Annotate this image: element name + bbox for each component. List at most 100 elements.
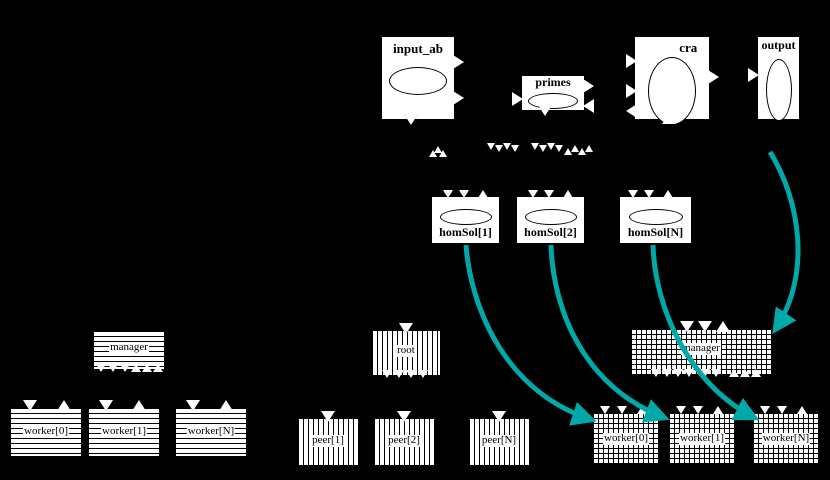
port-in-icon <box>751 369 761 377</box>
node-primes[interactable]: primes <box>521 75 585 111</box>
node-label: root <box>396 344 416 357</box>
node-label: primes <box>534 75 572 89</box>
node-label: worker[1] <box>679 432 725 445</box>
node-label: worker[1] <box>101 425 147 438</box>
node-label: manager <box>681 342 721 355</box>
port-out-icon <box>563 190 573 198</box>
port-out-icon <box>406 370 416 378</box>
port-out-icon <box>662 369 672 377</box>
port-in-icon <box>662 113 676 124</box>
node-label: worker[0] <box>23 425 69 438</box>
port-in-icon <box>186 400 200 411</box>
port-in-icon <box>23 400 37 411</box>
port-in-icon <box>153 364 163 372</box>
port-out-icon <box>478 190 488 198</box>
state-ellipse <box>439 209 492 225</box>
port-in-icon <box>443 190 453 198</box>
port-out-icon <box>538 105 552 116</box>
port-in-icon <box>399 323 413 334</box>
port-out-icon <box>583 79 594 93</box>
port-in-icon <box>142 364 152 372</box>
port-in-icon <box>680 321 694 332</box>
port-in-icon <box>748 68 759 82</box>
port-out-icon <box>651 369 661 377</box>
port-in-icon <box>777 406 787 414</box>
port-out-icon <box>219 400 233 411</box>
node-peer-1[interactable]: peer[1] <box>297 418 359 466</box>
arrow-homsol1-worker0 <box>463 244 597 426</box>
port-out-icon <box>57 400 71 411</box>
port-out-icon <box>453 91 464 105</box>
port-in-icon <box>321 411 335 422</box>
node-peer-2[interactable]: peer[2] <box>373 418 435 466</box>
port-in-icon <box>740 369 750 377</box>
node-label: worker[N] <box>761 432 811 445</box>
port-in-icon <box>583 99 594 113</box>
node-homsol-2[interactable]: homSol[2] <box>516 196 585 244</box>
port-in-icon <box>99 400 113 411</box>
port-in-icon <box>644 190 654 198</box>
port-out-icon <box>673 369 683 377</box>
port-out-icon <box>120 364 130 372</box>
node-worker-left-1[interactable]: worker[1] <box>88 407 160 457</box>
node-homsol-1[interactable]: homSol[1] <box>431 196 500 244</box>
node-input-ab[interactable]: input_ab <box>381 36 455 120</box>
port-in-icon <box>600 406 610 414</box>
port-out-icon <box>700 369 710 377</box>
node-cra[interactable]: cra <box>634 36 710 125</box>
node-worker-left-0[interactable]: worker[0] <box>10 407 82 457</box>
port-out-icon <box>797 406 807 414</box>
port-out-icon <box>713 406 723 414</box>
state-ellipse <box>765 59 792 121</box>
port-out-icon <box>418 370 428 378</box>
port-in-icon <box>693 406 703 414</box>
port-in-icon <box>626 84 637 98</box>
port-in-icon <box>544 190 554 198</box>
node-worker-right-1[interactable]: worker[1] <box>668 412 736 464</box>
port-in-icon <box>729 369 739 377</box>
arrow-output-manager <box>767 150 801 335</box>
node-label: homSol[N] <box>626 225 685 239</box>
port-out-icon <box>108 364 118 372</box>
node-output[interactable]: output <box>757 36 800 121</box>
node-label: output <box>760 38 797 52</box>
port-out-icon <box>708 70 719 84</box>
port-in-icon <box>492 411 506 422</box>
node-label: peer[N] <box>480 434 518 447</box>
port-in-icon <box>131 364 141 372</box>
port-in-icon <box>676 406 686 414</box>
port-in-icon <box>528 190 538 198</box>
node-manager-left[interactable]: manager <box>93 330 165 370</box>
node-worker-right-0[interactable]: worker[0] <box>592 412 660 464</box>
node-peer-n[interactable]: peer[N] <box>468 418 530 466</box>
port-in-icon <box>760 406 770 414</box>
port-out-icon <box>663 190 673 198</box>
state-ellipse <box>528 93 578 109</box>
port-in-icon <box>397 411 411 422</box>
node-label: peer[2] <box>387 434 421 447</box>
port-out-icon <box>96 364 106 372</box>
port-in-icon <box>459 190 469 198</box>
node-label: worker[N] <box>186 425 236 438</box>
port-out-icon <box>637 406 647 414</box>
state-ellipse <box>389 67 447 95</box>
port-in-icon <box>626 54 637 68</box>
node-label: worker[0] <box>603 432 649 445</box>
node-worker-left-n[interactable]: worker[N] <box>175 407 247 457</box>
node-label: cra <box>678 40 699 55</box>
port-out-icon <box>382 370 392 378</box>
node-worker-right-n[interactable]: worker[N] <box>752 412 820 464</box>
port-in-icon <box>698 321 712 332</box>
port-out-icon <box>132 400 146 411</box>
node-homsol-n[interactable]: homSol[N] <box>619 196 692 244</box>
port-out-icon <box>453 55 464 69</box>
port-in-icon <box>628 190 638 198</box>
port-in-icon <box>626 104 637 118</box>
port-out-icon <box>684 369 694 377</box>
port-out-icon <box>404 114 418 125</box>
port-out-icon <box>716 321 730 332</box>
node-manager-right[interactable]: manager <box>630 328 772 375</box>
port-in-icon <box>617 406 627 414</box>
port-out-icon <box>711 369 721 377</box>
